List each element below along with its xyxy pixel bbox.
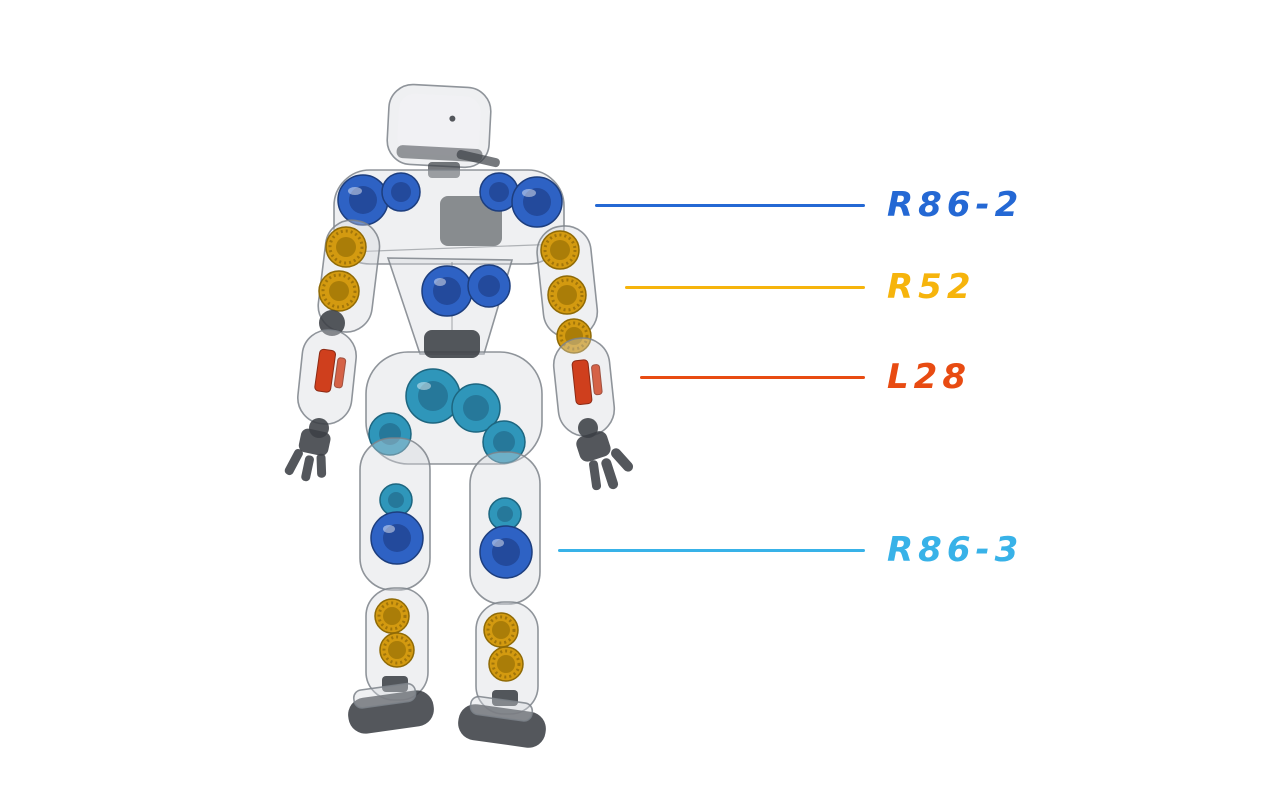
leader-line-l28: [640, 375, 865, 379]
robot-left-leg: [348, 437, 434, 734]
annotation-r52: R52: [625, 267, 976, 307]
waist-actuators: [421, 264, 511, 317]
leader-line-r86-3: [558, 548, 865, 552]
annotation-label-l28: L28: [887, 357, 971, 397]
left-forearm-actuator: [314, 348, 347, 393]
robot-head: [386, 83, 500, 169]
annotation-r86-2: R86-2: [595, 185, 1023, 225]
robot-right-leg: [458, 451, 546, 748]
robot-right-arm: [536, 225, 634, 491]
annotation-label-r86-3: R86-3: [887, 530, 1024, 570]
shoulder-actuators: [337, 172, 563, 228]
robot-pelvis: [365, 330, 543, 465]
right-forearm-actuator: [571, 359, 603, 406]
right-foot: [458, 695, 546, 748]
leader-line-r52: [625, 285, 865, 289]
annotation-label-r52: R52: [887, 267, 976, 307]
annotation-l28: L28: [640, 357, 971, 397]
right-hand-gripper: [576, 431, 634, 491]
robot-left-arm: [284, 219, 381, 482]
annotation-r86-3: R86-3: [558, 530, 1023, 570]
left-foot: [348, 682, 434, 734]
left-hand-gripper: [284, 428, 331, 482]
leader-line-r86-2: [595, 203, 865, 207]
annotation-label-r86-2: R86-2: [887, 185, 1024, 225]
